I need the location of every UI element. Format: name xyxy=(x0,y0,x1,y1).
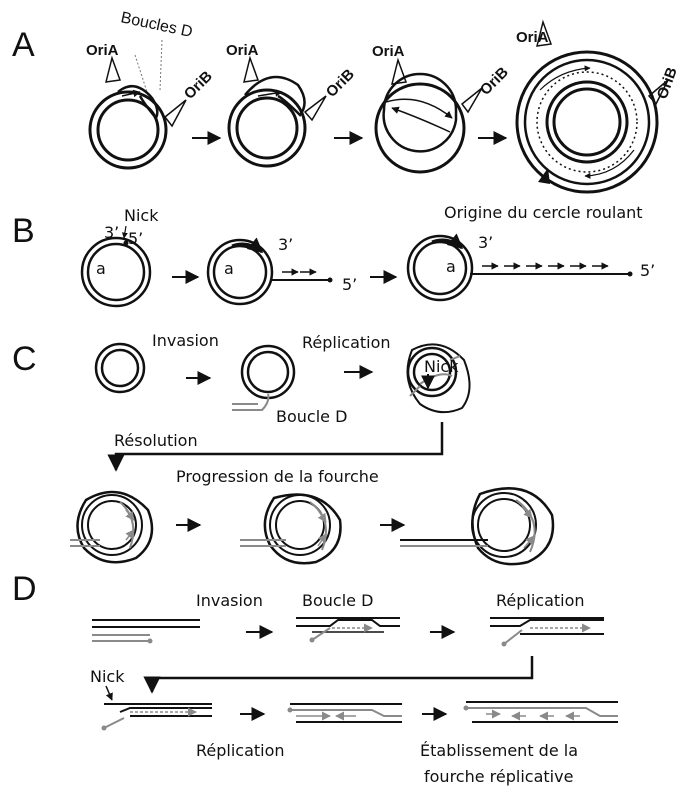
orib-marker-1 xyxy=(165,100,186,126)
c-progression-label: Progression de la fourche xyxy=(176,467,379,486)
panel-d: Invasion Boucle D Réplication Nick xyxy=(90,591,618,786)
b2-five-prime: 5’ xyxy=(342,275,357,294)
oria-label-2: OriA xyxy=(226,42,259,59)
oria-label-3: OriA xyxy=(372,43,405,60)
panel-label-b: B xyxy=(12,212,35,250)
d-replication-top-label: Réplication xyxy=(496,591,585,610)
orib-label-3: OriB xyxy=(477,64,512,99)
d-invasion-label: Invasion xyxy=(196,591,263,610)
b3-a-label: a xyxy=(446,257,456,276)
circle-a2 xyxy=(229,77,305,166)
d-replication-bottom-label: Réplication xyxy=(196,741,285,760)
circle-a4 xyxy=(517,52,657,192)
panel-c: Invasion Réplication Boucle D Nick Résol… xyxy=(70,331,553,564)
c-invasion-label: Invasion xyxy=(152,331,219,350)
c-fork-circle-1 xyxy=(70,492,152,562)
c-fork-circle-3 xyxy=(400,488,553,564)
b2-three-prime: 3’ xyxy=(278,235,293,254)
orib-label-4: OriB xyxy=(654,65,681,102)
nick-label-b: Nick xyxy=(124,206,159,225)
d-nick-label: Nick xyxy=(90,667,125,686)
boucles-d-label: Boucles D xyxy=(119,9,194,41)
orib-label-2: OriB xyxy=(323,66,358,101)
c-boucle-label: Boucle D xyxy=(276,407,347,426)
origine-marker xyxy=(538,168,550,184)
b1-three-prime: 3’ xyxy=(104,223,119,242)
d-boucle-label: Boucle D xyxy=(302,591,373,610)
b1-a-label: a xyxy=(96,259,106,278)
origine-cercle-roulant-label: Origine du cercle roulant xyxy=(444,203,643,222)
circle-a3 xyxy=(376,74,464,172)
oria-label-4: OriA xyxy=(516,29,549,46)
b3-five-prime: 5’ xyxy=(640,261,655,280)
d-etablissement-line1: Établissement de la xyxy=(420,741,578,760)
panel-label-a: A xyxy=(12,26,35,64)
panel-label-d: D xyxy=(12,570,37,608)
b1-five-prime: 5’ xyxy=(128,229,143,248)
c-replication-label: Réplication xyxy=(302,333,391,352)
oria-marker-1 xyxy=(106,58,120,82)
d-etablissement-line2: fourche réplicative xyxy=(424,767,573,786)
oria-label-1: OriA xyxy=(86,42,119,59)
panel-label-c: C xyxy=(12,340,37,378)
orib-marker-2 xyxy=(305,96,326,120)
b3-three-prime: 3’ xyxy=(478,233,493,252)
orib-marker-3 xyxy=(462,88,482,112)
panel-a: Boucles D OriA OriB OriA OriB xyxy=(86,9,681,222)
c-nick-label: Nick xyxy=(424,357,459,376)
c-resolution-label: Résolution xyxy=(114,431,198,450)
oria-marker-2 xyxy=(244,58,258,82)
b2-a-label: a xyxy=(224,259,234,278)
circle-a1 xyxy=(90,86,166,168)
c-fork-circle-2 xyxy=(240,494,341,563)
orib-label-1: OriB xyxy=(181,68,216,103)
